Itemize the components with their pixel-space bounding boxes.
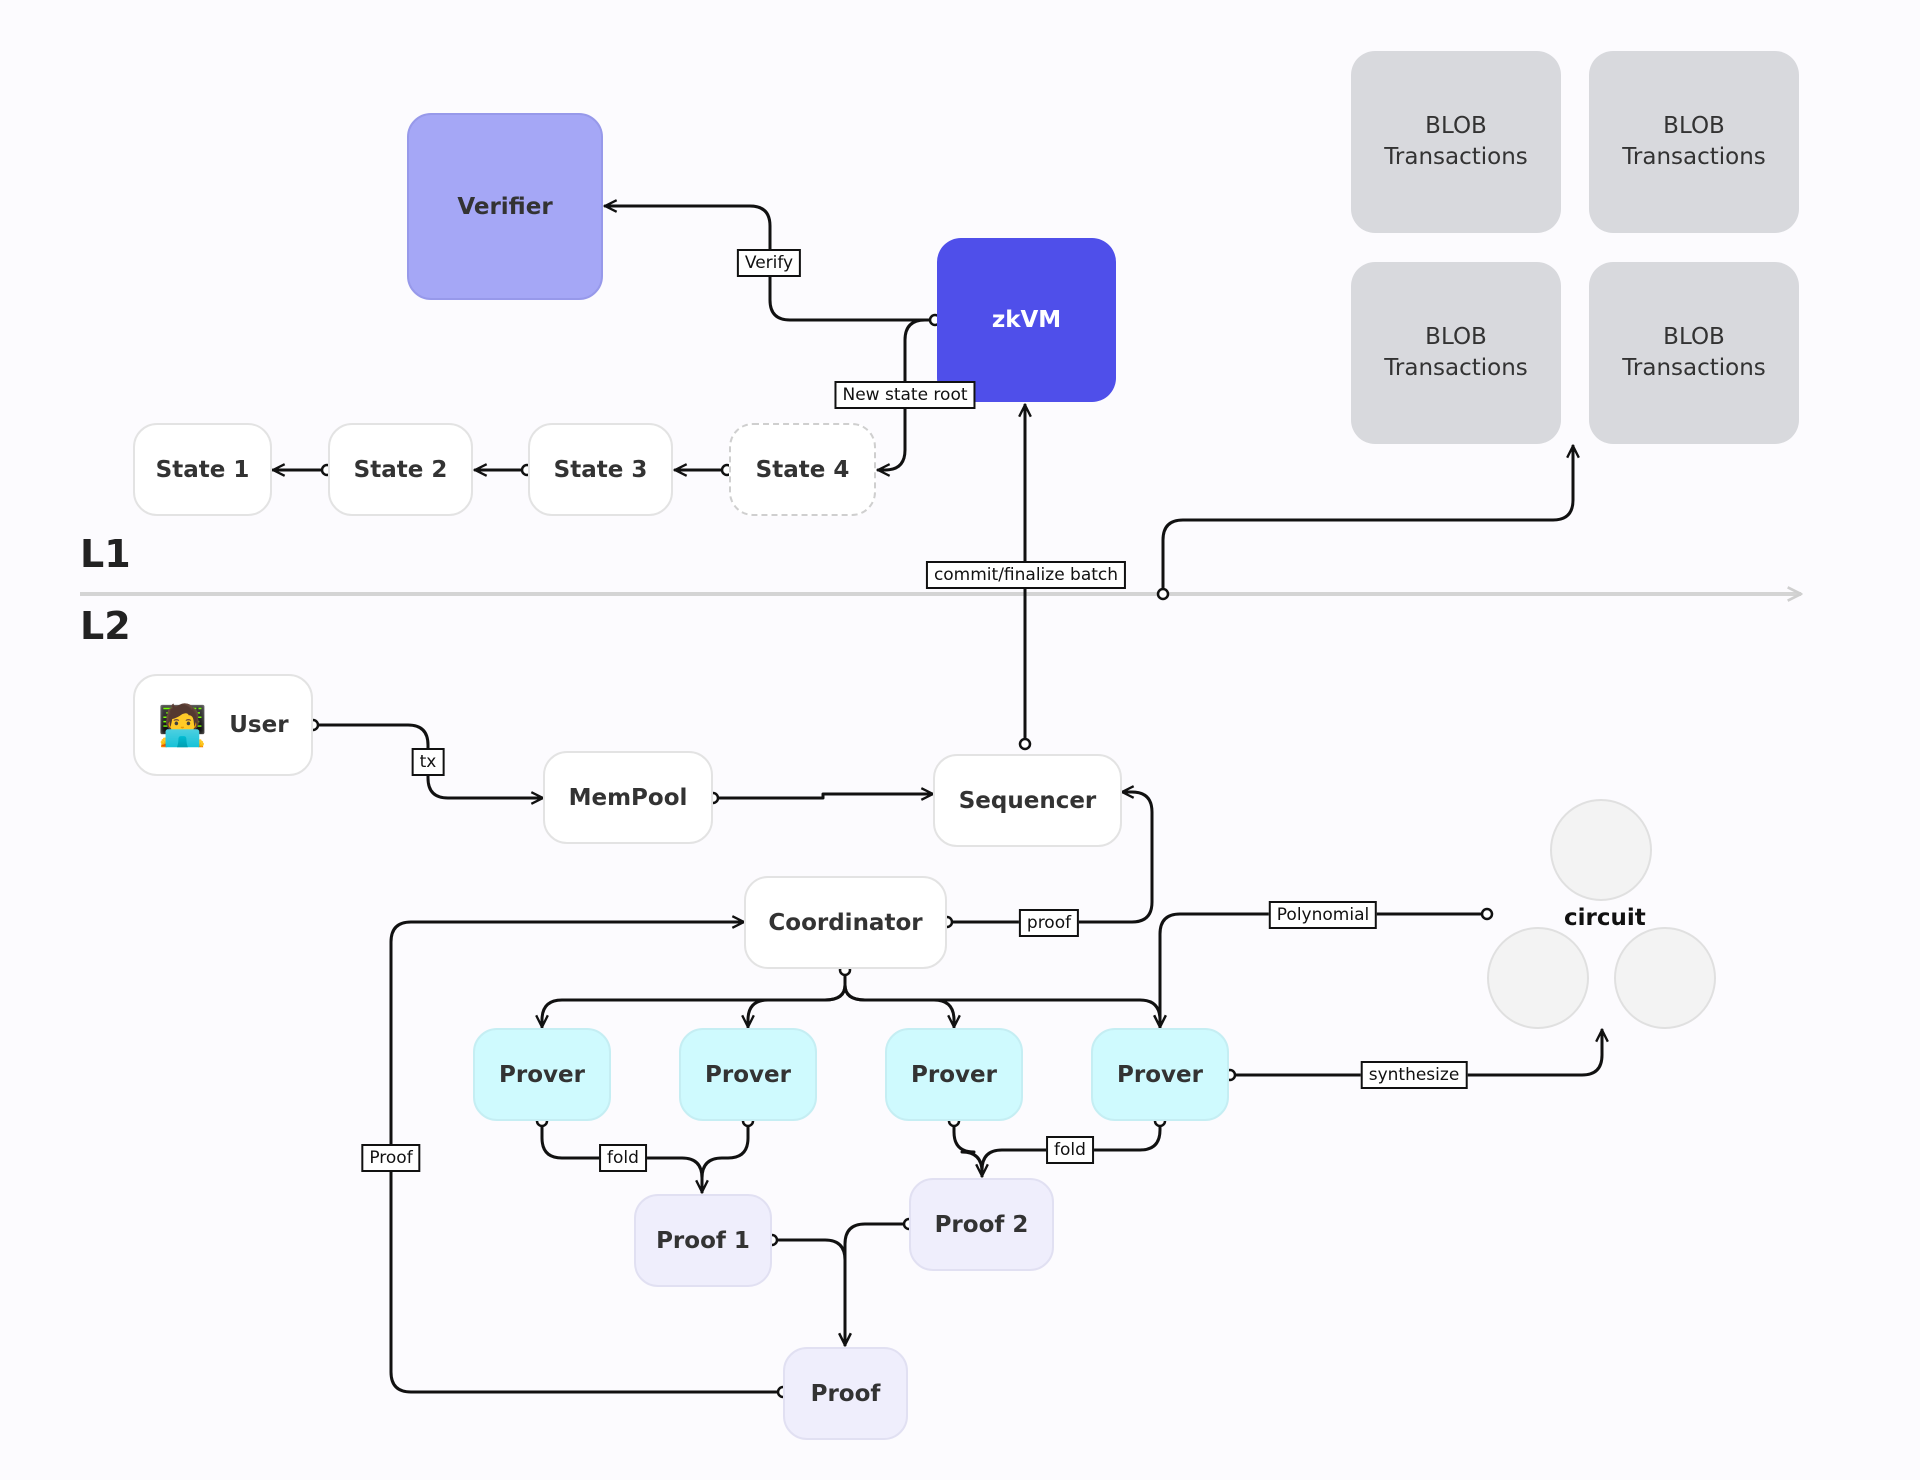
layer-l2-label: L2 bbox=[80, 604, 131, 648]
state1-node[interactable]: State 1 bbox=[133, 423, 272, 516]
zkvm-node[interactable]: zkVM bbox=[937, 238, 1116, 402]
edge-prover3-proof2 bbox=[952, 1119, 982, 1178]
sequencer-node[interactable]: Sequencer bbox=[933, 754, 1122, 847]
edge-coordinator-prover2 bbox=[748, 968, 847, 1029]
blob-transactions-2[interactable]: BLOB Transactions bbox=[1589, 51, 1799, 233]
edge-proof1-proof bbox=[770, 1238, 845, 1347]
edge-batch-blobs bbox=[1161, 444, 1573, 596]
edge-label-new-state-root: New state root bbox=[834, 381, 976, 409]
edge-label-polynomial: Polynomial bbox=[1268, 901, 1378, 929]
state2-node[interactable]: State 2 bbox=[328, 423, 473, 516]
prover-node-3[interactable]: Prover bbox=[885, 1028, 1023, 1121]
user-label: User bbox=[229, 712, 289, 738]
edge-label-proof-loop: Proof bbox=[361, 1144, 421, 1172]
prover-node-2[interactable]: Prover bbox=[679, 1028, 817, 1121]
state3-node[interactable]: State 3 bbox=[528, 423, 673, 516]
layer-l1-label: L1 bbox=[80, 532, 131, 576]
proof1-node[interactable]: Proof 1 bbox=[634, 1194, 772, 1287]
edge-label-fold-left: fold bbox=[599, 1144, 647, 1172]
coordinator-node[interactable]: Coordinator bbox=[744, 876, 947, 969]
circuit-circle-top bbox=[1550, 799, 1652, 901]
mempool-node[interactable]: MemPool bbox=[543, 751, 713, 844]
user-node[interactable]: 🧑‍💻 User bbox=[133, 674, 313, 776]
edge-prover2-proof1 bbox=[700, 1119, 750, 1194]
edge-polynomial-prover4 bbox=[1160, 912, 1489, 1029]
edge-label-fold-right: fold bbox=[1046, 1136, 1094, 1164]
edge-proof2-proof bbox=[845, 1222, 911, 1347]
state4-node[interactable]: State 4 bbox=[729, 423, 876, 516]
circuit-circle-left bbox=[1487, 927, 1589, 1029]
edge-label-proof-small: proof bbox=[1018, 909, 1080, 937]
edge-prover4-circuit bbox=[1228, 1028, 1602, 1077]
edge-label-verify: Verify bbox=[736, 249, 802, 277]
edge-mempool-sequencer bbox=[711, 794, 935, 798]
edge-label-synthesize: synthesize bbox=[1360, 1061, 1468, 1089]
prover-node-1[interactable]: Prover bbox=[473, 1028, 611, 1121]
edge-coordinator-prover4 bbox=[843, 968, 1160, 1029]
circuit-label: circuit bbox=[1564, 905, 1646, 931]
circuit-circle-right bbox=[1614, 927, 1716, 1029]
blob-transactions-4[interactable]: BLOB Transactions bbox=[1589, 262, 1799, 444]
edge-label-commit-finalize: commit/finalize batch bbox=[925, 561, 1127, 589]
proof-node[interactable]: Proof bbox=[783, 1347, 908, 1440]
blob-transactions-3[interactable]: BLOB Transactions bbox=[1351, 262, 1561, 444]
edge-label-tx: tx bbox=[411, 748, 445, 776]
user-technologist-icon: 🧑‍💻 bbox=[157, 702, 208, 749]
ports bbox=[306, 313, 1494, 1399]
verifier-node[interactable]: Verifier bbox=[407, 113, 603, 300]
proof2-node[interactable]: Proof 2 bbox=[909, 1178, 1054, 1271]
blob-transactions-1[interactable]: BLOB Transactions bbox=[1351, 51, 1561, 233]
edge-coordinator-sequencer bbox=[945, 792, 1154, 924]
prover-node-4[interactable]: Prover bbox=[1091, 1028, 1229, 1121]
